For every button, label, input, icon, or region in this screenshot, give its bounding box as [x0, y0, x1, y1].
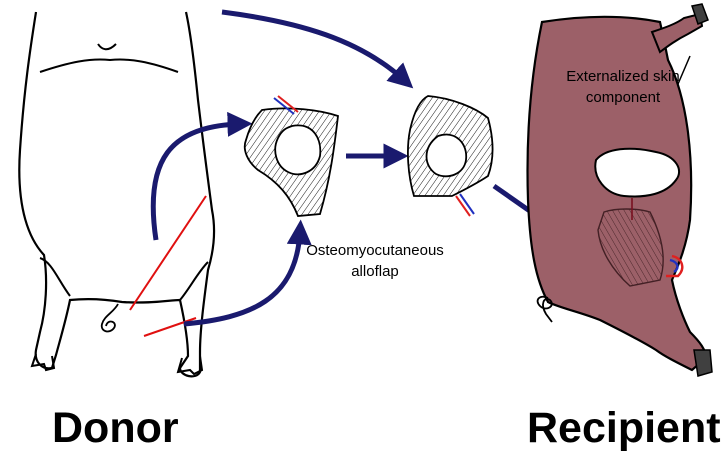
recipient-tail: [536, 295, 553, 323]
donor-hip-right: [179, 261, 209, 301]
donor-label: Donor: [52, 404, 179, 452]
flap2-vessel-blue: [459, 193, 475, 215]
donor-neck-mark: [97, 43, 117, 51]
donor-body-outline: [18, 11, 216, 378]
donor-hoof-left: [30, 353, 56, 372]
donor-cut-line-2: [143, 317, 197, 337]
flap2-bone: [425, 133, 468, 178]
recipient-pig: [526, 3, 713, 377]
recipient-hoof-top: [691, 3, 709, 25]
alloflap-2: [407, 95, 494, 217]
recipient-implanted-flap: [597, 208, 664, 287]
recipient-hoof-bottom: [693, 349, 713, 377]
arrow-donor-lower-to-flap1: [183, 219, 312, 327]
arrow-donor-upper-to-flap1: [150, 111, 253, 241]
flap1-vessel-blue: [273, 97, 295, 115]
arrow-donor-top-to-flap2: [221, 9, 414, 89]
recipient-skin-opening: [594, 147, 681, 198]
donor-tail: [100, 303, 119, 333]
skin-component-label: Externalized skin component: [566, 68, 680, 106]
recipient-label: Recipient: [527, 404, 721, 452]
donor-shoulder-line: [39, 58, 179, 73]
donor-pig: [18, 11, 216, 378]
donor-hoof-right: [176, 355, 204, 376]
donor-cut-line-1: [129, 195, 207, 311]
donor-hip-left: [39, 257, 71, 297]
alloflap-icon: [243, 95, 339, 217]
recipient-vessel-blue: [669, 258, 679, 273]
flap2-vessel-red: [455, 195, 471, 217]
recipient-leg: [650, 12, 704, 54]
flap1-bone: [274, 124, 322, 176]
flap1-vessel-red: [277, 95, 299, 113]
flap-label: Osteomyocutaneous alloflap: [306, 242, 444, 280]
recipient-vessel-red: [666, 254, 684, 278]
skin-label-pointer: [677, 55, 691, 85]
